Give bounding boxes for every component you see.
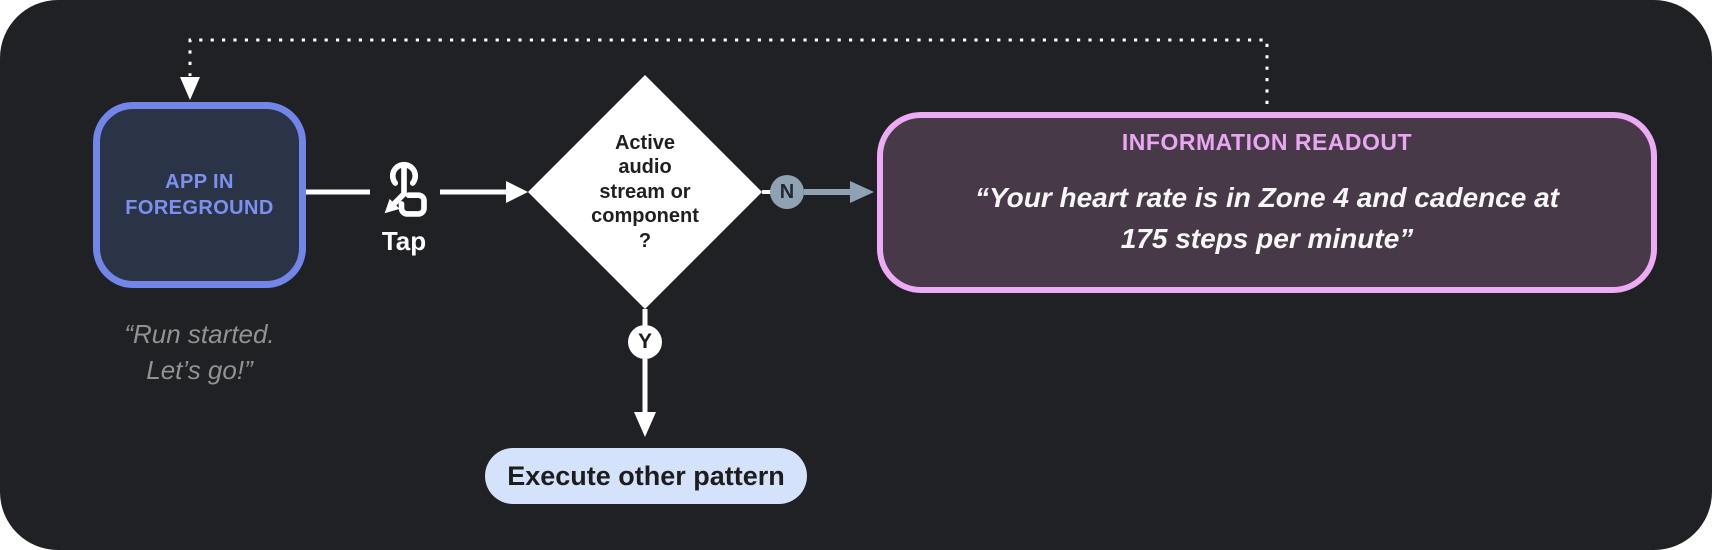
app-in-foreground-node: APP IN FOREGROUND [93, 102, 306, 288]
app-node-label-line2: FOREGROUND [125, 197, 274, 219]
run-started-caption: “Run started. Let’s go!” [63, 317, 336, 389]
tap-gesture-icon [384, 161, 427, 217]
arrowhead-right-icon [506, 181, 528, 203]
decision-line: ? [638, 229, 652, 252]
feedback-arrowhead-icon [180, 77, 200, 100]
yes-branch-badge: Y [628, 325, 662, 359]
app-node-label-line1: APP IN [165, 170, 234, 193]
readout-quote: “Your heart rate is in Zone 4 and cadenc… [883, 178, 1651, 259]
readout-title: INFORMATION READOUT [1121, 129, 1413, 155]
tap-finger-shaft [391, 164, 407, 207]
arrowhead-no-icon [850, 181, 874, 203]
decision-text: Active audio stream or component ? [545, 120, 745, 264]
information-readout-node: INFORMATION READOUT “Your heart rate is … [877, 112, 1657, 293]
arrowhead-down-icon [634, 412, 656, 437]
decision-line: Active [614, 132, 676, 155]
decision-line: audio [618, 156, 672, 179]
app-node-label: APP IN FOREGROUND [125, 169, 273, 222]
feedback-dotted-connector [188, 38, 1269, 104]
tap-ripple-arc [389, 161, 419, 186]
execute-pattern-pill: Execute other pattern [485, 448, 807, 504]
readout-quote-line1: “Your heart rate is in Zone 4 and cadenc… [974, 182, 1560, 213]
tap-finger-arrowhead [384, 198, 400, 214]
decision-line: component [591, 205, 699, 228]
decision-line: stream or [599, 180, 691, 203]
readout-quote-line2: 175 steps per minute” [1120, 222, 1414, 254]
no-branch-badge: N [770, 175, 804, 209]
execute-pattern-label: Execute other pattern [507, 460, 785, 491]
caption-line1: “Run started. [124, 319, 275, 349]
tap-label: Tap [381, 226, 427, 256]
caption-line2: Let’s go!” [146, 354, 253, 385]
tap-target-square [398, 192, 427, 217]
